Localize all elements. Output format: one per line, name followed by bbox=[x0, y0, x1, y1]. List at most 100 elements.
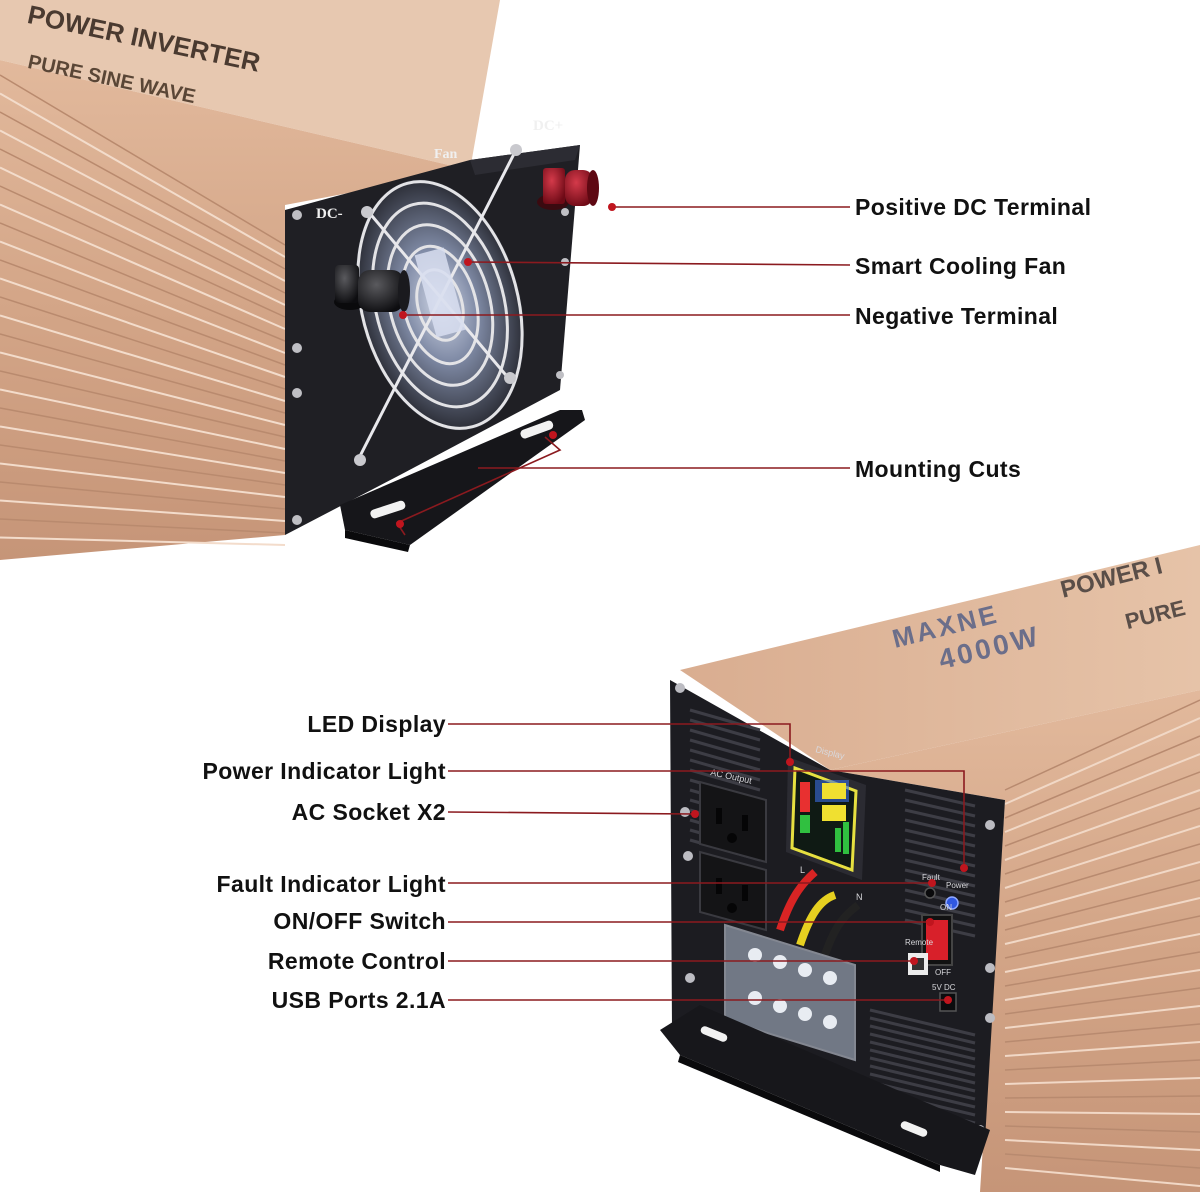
fin-line bbox=[0, 536, 286, 546]
fin-line bbox=[1004, 843, 1200, 903]
callout-lines bbox=[395, 206, 965, 1001]
fin-line bbox=[1004, 879, 1200, 931]
fin-line bbox=[0, 462, 286, 498]
fin-line bbox=[0, 92, 286, 258]
fin-line bbox=[1004, 897, 1200, 945]
fin-line bbox=[0, 166, 286, 306]
usb-mark: 5V DC bbox=[932, 983, 956, 992]
top-panel-mark-dcplus: DC+ bbox=[533, 118, 563, 134]
fin-line bbox=[0, 129, 286, 282]
power-mark: Power bbox=[946, 881, 969, 890]
fin-line bbox=[0, 370, 286, 438]
fin-line bbox=[869, 1008, 976, 1037]
bottom-inverter: MAXNE 4000W POWER I PURE Display bbox=[660, 545, 1200, 1192]
fin-line bbox=[0, 259, 286, 366]
top-housing-top-face bbox=[0, 0, 500, 170]
fin-line bbox=[689, 708, 761, 732]
fin-line bbox=[1004, 807, 1200, 875]
fin-line bbox=[1004, 1139, 1200, 1151]
fin-line bbox=[0, 277, 286, 378]
fin-line bbox=[1004, 915, 1200, 959]
fin-line bbox=[0, 240, 286, 354]
callout-line-ac bbox=[447, 811, 696, 815]
bottom-mounting-bracket bbox=[660, 1005, 990, 1175]
bottom-panel-screws bbox=[675, 683, 995, 1135]
fin-line bbox=[1004, 771, 1200, 847]
top-housing-side-face bbox=[0, 60, 470, 560]
fin-line bbox=[689, 768, 761, 792]
callout-line-power bbox=[448, 770, 965, 868]
fin-line bbox=[0, 499, 286, 522]
fin-line bbox=[0, 444, 286, 486]
fin-line bbox=[904, 898, 976, 918]
fin-line bbox=[0, 148, 286, 294]
fin-line bbox=[0, 407, 286, 462]
fin-line bbox=[1004, 1077, 1200, 1085]
label-ac-socket-x2: AC Socket X2 bbox=[291, 799, 446, 825]
fin-line bbox=[0, 111, 286, 270]
fin-line bbox=[1004, 951, 1200, 987]
fin-line bbox=[869, 1016, 976, 1045]
fin-line bbox=[869, 1032, 976, 1061]
fin-line bbox=[1004, 789, 1200, 861]
fin-line bbox=[1004, 717, 1200, 805]
fin-line bbox=[0, 222, 286, 342]
fin-line bbox=[1004, 933, 1200, 973]
fin-line bbox=[1004, 735, 1200, 819]
led-display: Display bbox=[786, 744, 866, 880]
fin-line bbox=[0, 388, 286, 450]
remote-mark: Remote bbox=[905, 938, 934, 947]
fin-line bbox=[869, 1072, 976, 1101]
fin-line bbox=[0, 351, 286, 426]
indicator-lights: Fault Power ON bbox=[922, 873, 969, 912]
fin-line bbox=[904, 858, 976, 878]
fin-line bbox=[869, 1024, 976, 1053]
fin-line bbox=[0, 203, 286, 330]
fin-line bbox=[869, 1048, 976, 1077]
mark-n: N bbox=[856, 892, 863, 902]
fin-line bbox=[0, 296, 286, 390]
fin-line bbox=[0, 481, 286, 510]
off-mark: OFF bbox=[935, 968, 951, 977]
label-usb-ports: USB Ports 2.1A bbox=[271, 987, 446, 1013]
on-mark: ON bbox=[940, 903, 952, 912]
ac-sockets bbox=[699, 780, 767, 932]
fin-line bbox=[0, 333, 286, 414]
fin-line bbox=[689, 728, 761, 752]
top-panel-screws bbox=[292, 208, 569, 525]
fin-line bbox=[689, 758, 761, 782]
top-mounting-bracket bbox=[340, 410, 585, 552]
fin-line bbox=[1004, 1005, 1200, 1029]
fin-line bbox=[1004, 1095, 1200, 1099]
fin-line bbox=[1004, 1023, 1200, 1043]
fin-line bbox=[1004, 1125, 1200, 1133]
fin-line bbox=[0, 425, 286, 474]
label-remote-control: Remote Control bbox=[267, 948, 446, 974]
callout-line-fan bbox=[467, 261, 851, 266]
top-inverter: POWER INVERTER PURE SINE WAVE DC+ DC- Fa… bbox=[0, 0, 599, 560]
fin-line bbox=[0, 185, 286, 318]
fin-line bbox=[904, 868, 976, 888]
callout-dots bbox=[396, 203, 968, 1004]
callout-line-mounting bbox=[395, 436, 562, 536]
fin-line bbox=[0, 314, 286, 402]
fin-line bbox=[869, 1040, 976, 1069]
label-on-off-switch: ON/OFF Switch bbox=[273, 908, 446, 934]
fin-line bbox=[1004, 825, 1200, 889]
fin-line bbox=[904, 888, 976, 908]
fin-line bbox=[689, 738, 761, 762]
fin-line bbox=[1004, 1059, 1200, 1071]
fin-line bbox=[1004, 1153, 1200, 1169]
top-panel-mark-fan: Fan bbox=[434, 147, 458, 162]
label-fault-indicator-light: Fault Indicator Light bbox=[216, 871, 446, 897]
label-smart-cooling-fan: Smart Cooling Fan bbox=[855, 253, 1067, 279]
fin-line bbox=[1004, 987, 1200, 1015]
bottom-housing-top-face bbox=[680, 545, 1200, 770]
fin-line bbox=[0, 74, 286, 246]
fin-line bbox=[1004, 1167, 1200, 1187]
fin-line bbox=[1004, 699, 1200, 791]
positive-terminal bbox=[537, 168, 599, 210]
label-negative-terminal: Negative Terminal bbox=[855, 303, 1059, 329]
fin-line bbox=[1004, 861, 1200, 917]
fin-line bbox=[0, 518, 286, 534]
